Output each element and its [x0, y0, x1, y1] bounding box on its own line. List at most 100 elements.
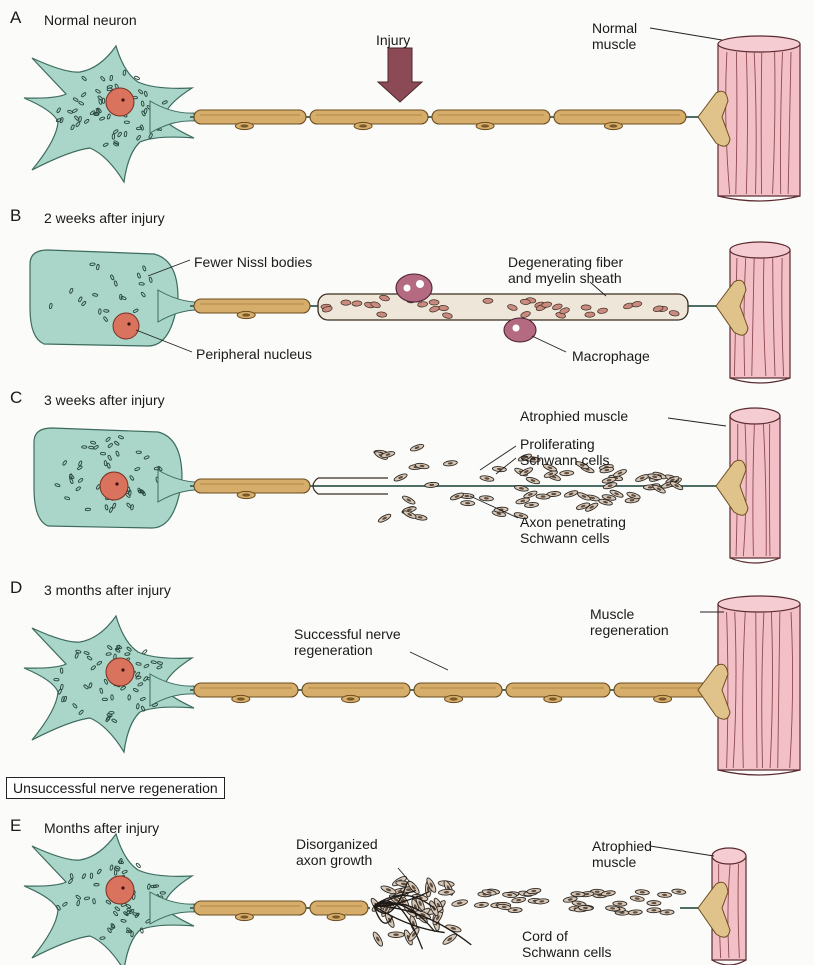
- myelin-a-2-schwann-dot: [359, 124, 367, 127]
- myelin-d-3-schwann-dot: [450, 697, 458, 700]
- leader-successful: [410, 652, 448, 670]
- muscle-a-top: [718, 36, 800, 52]
- myelin-a-4-schwann-dot: [609, 124, 617, 127]
- successful-regeneration-label: Successful nerve regeneration: [294, 626, 401, 658]
- cord-schwann-label: Cord of Schwann cells: [522, 928, 612, 960]
- myelin-a-1: [194, 110, 306, 124]
- nucleus-c-nucleolus: [115, 482, 118, 485]
- myelin-debris: [483, 298, 493, 303]
- muscle-e-bottom: [712, 960, 746, 965]
- myelin-debris: [581, 305, 591, 310]
- macrophage-cell-1: [396, 274, 432, 302]
- myelin-a-3-schwann-dot: [481, 124, 489, 127]
- atrophied-muscle-label-c: Atrophied muscle: [520, 408, 628, 424]
- myelin-d-1: [194, 683, 298, 697]
- muscle-a-bottom: [718, 196, 800, 201]
- leader-atrophied-c: [668, 418, 726, 426]
- leader-macrophage: [532, 336, 566, 352]
- nissl-body-d: [142, 649, 147, 654]
- soma-e: [24, 834, 194, 965]
- myelin-a-2: [310, 110, 428, 124]
- nucleus-a: [106, 88, 134, 116]
- macrophage-label: Macrophage: [572, 348, 650, 364]
- peripheral-nucleus-label: Peripheral nucleus: [196, 346, 312, 362]
- leader-proliferating-2: [496, 458, 516, 474]
- muscle-b-top: [730, 242, 790, 258]
- panel-a-letter: A: [10, 10, 21, 26]
- nucleus-d: [106, 658, 134, 686]
- soma-b: [30, 250, 178, 346]
- panel-b-title: 2 weeks after injury: [44, 210, 165, 226]
- macrophage-vacuole: [416, 280, 424, 288]
- panel-c-title: 3 weeks after injury: [44, 392, 165, 408]
- myelin-debris: [352, 301, 362, 307]
- panel-e-title: Months after injury: [44, 820, 159, 836]
- nucleus-e-nucleolus: [121, 886, 124, 889]
- panel-d-title: 3 months after injury: [44, 582, 171, 598]
- muscle-d: [718, 604, 800, 770]
- myelin-d-3: [414, 683, 502, 697]
- panel-c-letter: C: [10, 390, 22, 406]
- muscle-c-top: [730, 408, 780, 424]
- myelin-d-1-schwann-dot: [237, 697, 245, 700]
- panel-b-letter: B: [10, 208, 21, 224]
- normal-muscle-label: Normal muscle: [592, 20, 637, 52]
- macrophage-vacuole: [404, 285, 411, 292]
- nucleus-a-nucleolus: [121, 98, 124, 101]
- fewer-nissl-label: Fewer Nissl bodies: [194, 254, 312, 270]
- myelin-b-1-schwann-dot: [242, 313, 250, 316]
- muscle-c-bottom: [730, 558, 780, 563]
- myelin-e-2: [310, 901, 368, 915]
- panel-a-title: Normal neuron: [44, 12, 137, 28]
- muscle-d-bottom: [718, 770, 800, 775]
- myelin-e-1: [194, 901, 306, 915]
- nissl-body-e: [136, 863, 141, 868]
- nucleus-d-nucleolus: [121, 668, 124, 671]
- nucleus-e: [106, 876, 134, 904]
- myelin-d-2: [302, 683, 410, 697]
- myelin-c-1-schwann-dot: [242, 493, 250, 496]
- unsuccessful-regeneration-box: Unsuccessful nerve regeneration: [6, 777, 225, 799]
- myelin-e-1-schwann-dot: [240, 915, 248, 918]
- axon-penetrating-label: Axon penetrating Schwann cells: [520, 514, 626, 546]
- myelin-a-3: [432, 110, 550, 124]
- macrophage-vacuole: [513, 325, 520, 332]
- nucleus-b-nucleolus: [127, 322, 130, 325]
- myelin-a-1-schwann-dot: [240, 124, 248, 127]
- nucleus-b: [113, 313, 139, 339]
- panel-e-letter: E: [10, 818, 21, 834]
- muscle-c-striation: [769, 424, 770, 556]
- nucleus-c: [100, 472, 128, 500]
- myelin-b-1: [194, 299, 310, 313]
- muscle-b-bottom: [730, 378, 790, 383]
- myelin-debris: [429, 300, 439, 305]
- muscle-e-top: [712, 848, 746, 864]
- proliferating-schwann-label: Proliferating Schwann cells: [520, 436, 610, 468]
- injury-arrow: [378, 48, 422, 102]
- myelin-debris: [377, 312, 387, 318]
- myelin-c-1: [194, 479, 310, 493]
- macrophage-cell-2: [504, 318, 536, 342]
- myelin-d-4: [506, 683, 610, 697]
- degenerating-fiber-label: Degenerating fiber and myelin sheath: [508, 254, 623, 286]
- panel-d-letter: D: [10, 580, 22, 596]
- neuroma-cell-nucleus: [393, 933, 399, 936]
- disorganized-growth-label: Disorganized axon growth: [296, 836, 378, 868]
- myelin-debris: [438, 305, 448, 311]
- myelin-d-4-schwann-dot: [549, 697, 557, 700]
- muscle-regeneration-label: Muscle regeneration: [590, 606, 669, 638]
- muscle-a: [718, 44, 800, 196]
- myelin-d-5-schwann-dot: [659, 697, 667, 700]
- myelin-e-2-schwann-dot: [332, 915, 340, 918]
- leader-normal-muscle: [650, 28, 722, 40]
- leader-atrophied-e: [650, 846, 714, 856]
- myelin-debris: [520, 299, 530, 305]
- injury-label: Injury: [376, 32, 410, 48]
- atrophied-muscle-label-e: Atrophied muscle: [592, 838, 652, 870]
- myelin-a-4: [554, 110, 686, 124]
- myelin-d-2-schwann-dot: [347, 697, 355, 700]
- myelin-debris: [341, 300, 351, 305]
- muscle-d-top: [718, 596, 800, 612]
- myelin-debris: [585, 312, 595, 318]
